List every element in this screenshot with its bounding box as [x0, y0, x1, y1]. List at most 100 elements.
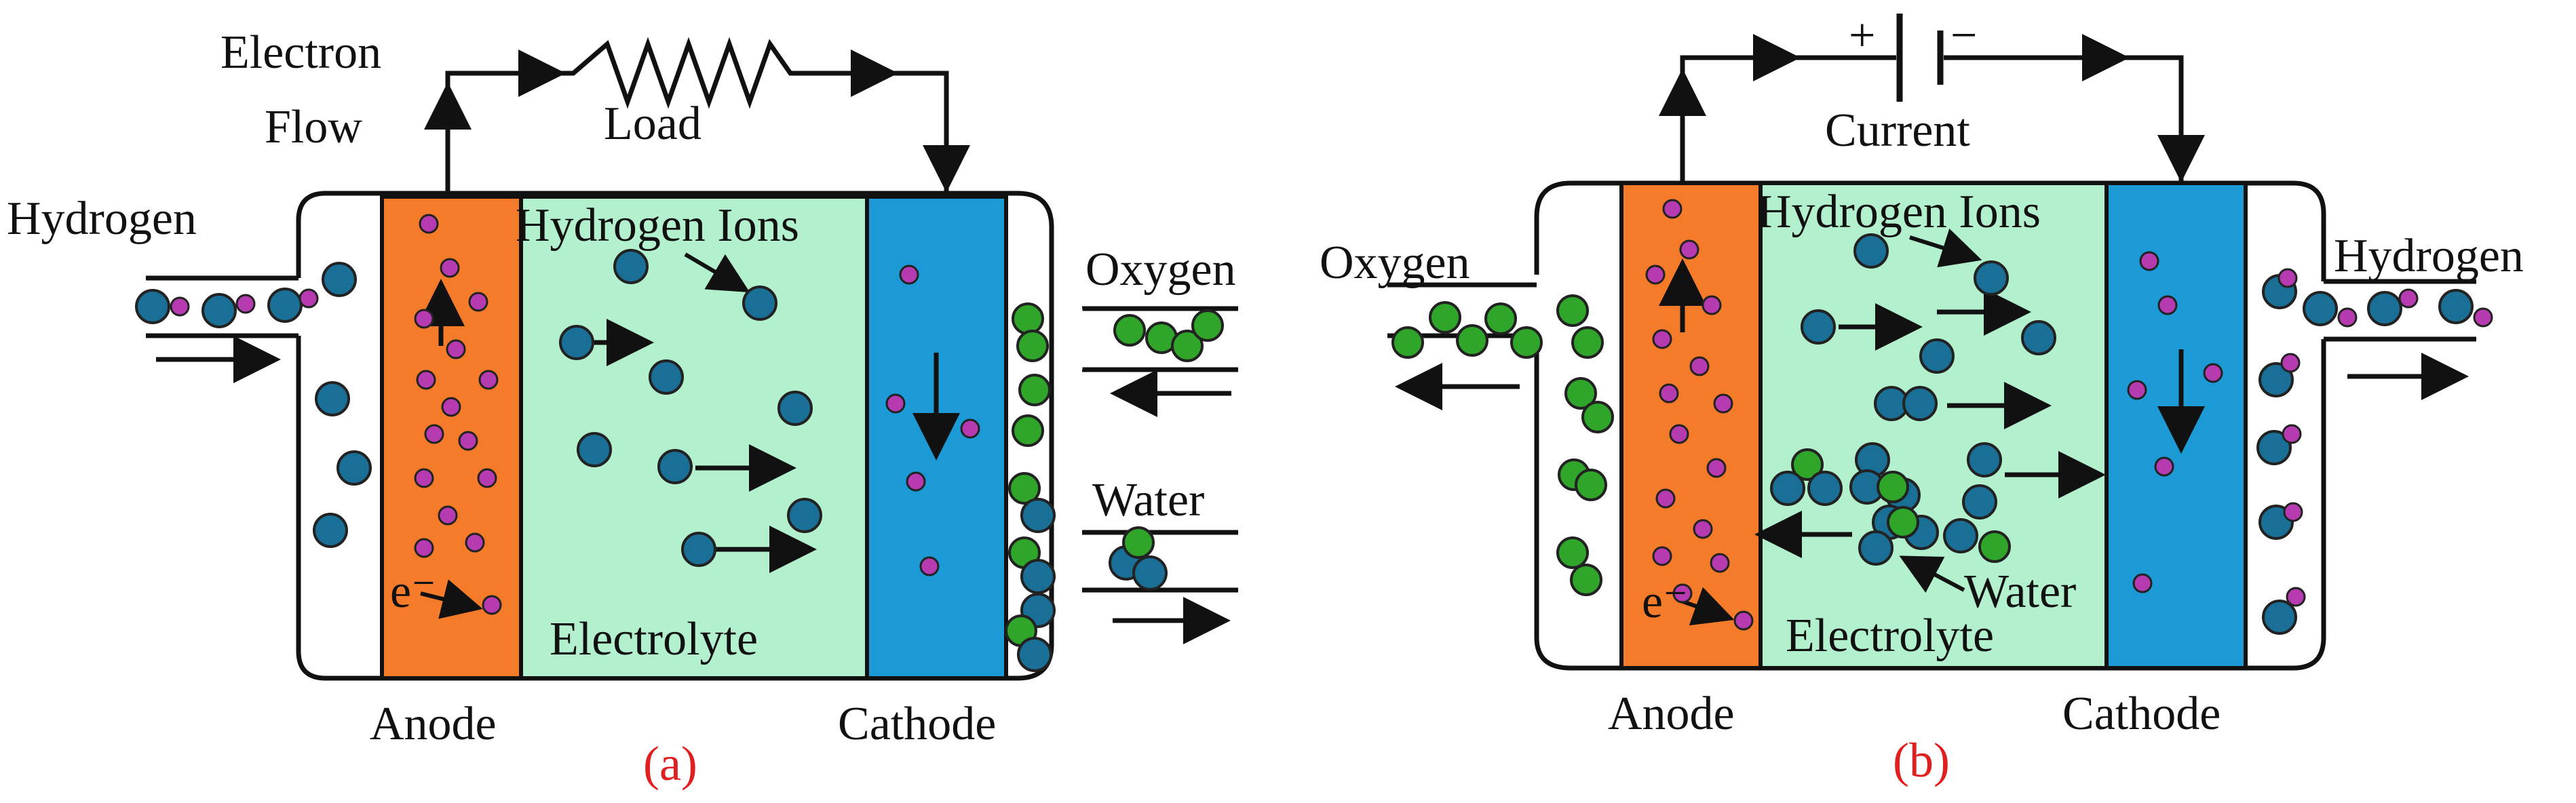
- panel-b-hydrogen-ion: [2367, 291, 2402, 326]
- panel-a-circuit-wire: [445, 37, 949, 197]
- panel-a-hydrogen-ion: [337, 450, 372, 486]
- panel-a-electron: [960, 418, 980, 439]
- panel-a-electron: [414, 538, 434, 558]
- panel-b-label-current: Current: [1825, 104, 1970, 157]
- panel-a-oxygen-atom: [1016, 330, 1049, 362]
- panel-b-electron: [1669, 424, 1689, 444]
- panel-a-electron: [299, 288, 319, 309]
- panel-a-label-cathode: Cathode: [838, 698, 996, 750]
- panel-b-hydrogen-ion: [2258, 362, 2294, 397]
- panel-a-oxygen-atom: [1018, 374, 1051, 406]
- panel-a-particles: [135, 214, 1224, 672]
- panel-b-hydrogen-ion: [1853, 233, 1889, 269]
- panel-b-electron: [1652, 546, 1672, 566]
- panel-b-oxygen-atom: [1887, 506, 1919, 538]
- panel-b-electron: [1713, 393, 1733, 414]
- panel-b-hydrogen-ion: [1943, 518, 1978, 553]
- panel-b-electron: [2337, 307, 2358, 328]
- panel-a-label-electrolyte: Electrolyte: [550, 613, 758, 665]
- panel-b-electron: [1662, 199, 1683, 219]
- panel-a-hydrogen-ion: [649, 359, 684, 395]
- panel-b-electron: [2398, 288, 2419, 309]
- panel-b-label-minus: −: [1950, 9, 1977, 62]
- panel-b-hydrogen-ion: [1801, 309, 1836, 345]
- panel-b-oxygen-atom: [1575, 469, 1607, 501]
- panel-b-oxygen-atom: [1429, 301, 1461, 334]
- panel-b-electron-label-arrow: [1678, 587, 1735, 626]
- panel-b-electron: [1659, 383, 1679, 404]
- panel-a-oxygen-atom: [1012, 414, 1044, 447]
- panel-b-electron: [1645, 265, 1666, 285]
- panel-a-oxygen-atom: [1191, 309, 1224, 342]
- panel-a-hydrogen-ion: [135, 289, 170, 324]
- panel-a-label-anode: Anode: [370, 698, 497, 750]
- panel-b-electron: [1693, 519, 1713, 539]
- panel-b-electron: [1689, 356, 1710, 376]
- panel-a-electron: [477, 468, 497, 488]
- panel-b-label-hydrogen-ions: Hydrogen Ions: [1757, 186, 2041, 238]
- panel-a-hydrogen-ion: [613, 249, 649, 284]
- panel-b-ion-label-pointer: [1909, 228, 1982, 268]
- panel-a-oxygen-atom: [1122, 526, 1155, 559]
- panel-a-electron: [465, 532, 485, 553]
- panel-a-oxygen-atom: [1171, 330, 1204, 362]
- panel-a-hydrogen-ion: [742, 286, 777, 321]
- panel-b-oxygen-atom: [1391, 326, 1424, 359]
- panel-b-label-electron-symbol: e⁻: [1642, 576, 1688, 628]
- panel-b-electron: [1702, 295, 1722, 315]
- panel-a-label-electron-symbol: e⁻: [390, 566, 436, 618]
- panel-a-electron: [482, 595, 502, 615]
- panel-b-label-oxygen: Oxygen: [1320, 237, 1470, 289]
- panel-b-hydrogen-ion: [1902, 386, 1938, 421]
- panel-b-hydrogen-ion: [1770, 471, 1805, 506]
- panel-a-label-hydrogen: Hydrogen: [7, 193, 197, 245]
- panel-a-electron: [424, 424, 444, 444]
- panel-a-electron: [416, 370, 436, 390]
- panel-b-caption: (b): [1893, 733, 1950, 787]
- panel-b-electrolyzer: + − Current Oxygen Hydrogen Hydrogen Ion…: [1320, 9, 2524, 787]
- panel-b-oxygen-atom: [1456, 324, 1488, 357]
- panel-b-electron: [1655, 488, 1676, 509]
- panel-a-electron: [478, 370, 499, 390]
- panel-a-electron: [441, 397, 461, 417]
- panel-b-oxygen-atom: [1484, 302, 1517, 335]
- panel-b-electron: [1679, 239, 1699, 260]
- panel-a-hydrogen-ion: [657, 449, 693, 484]
- panel-a-oxygen-atom: [1008, 472, 1041, 505]
- panel-b-label-hydrogen: Hydrogen: [2334, 230, 2524, 282]
- panel-a-label-flow: Flow: [265, 101, 362, 153]
- panel-b-oxygen-atom: [1581, 401, 1614, 433]
- panel-b-electron: [1706, 458, 1727, 478]
- panel-b-label-water: Water: [1964, 566, 2076, 618]
- panel-a-hydrogen-ion: [201, 293, 237, 328]
- panel-b-electron: [2132, 573, 2153, 593]
- panel-a-electron: [414, 468, 434, 488]
- panel-a-hydrogen-ion: [1020, 498, 1056, 533]
- panel-a-hydrogen-ion: [1020, 559, 1056, 594]
- panel-a-electron-label-arrow: [420, 579, 483, 619]
- panel-b-label-plus: +: [1849, 9, 1875, 62]
- panel-b-oxygen-atom: [1564, 377, 1597, 410]
- panel-b-label-electrolyte: Electrolyte: [1786, 610, 1994, 662]
- panel-a-electron: [438, 505, 458, 526]
- panel-a-hydrogen-ion: [313, 513, 348, 548]
- panel-a-electrolyte: [519, 195, 869, 680]
- panel-a-fuel-cell: Electron Flow Load Hydrogen Hydrogen Ion…: [7, 26, 1238, 791]
- panel-b-electron: [2157, 295, 2178, 315]
- panel-b-circuit-wire-right: [1944, 55, 2184, 183]
- panel-a-label-electron: Electron: [220, 26, 381, 79]
- panel-a-hydrogen-ion: [322, 262, 357, 297]
- panel-b-hydrogen-ion: [1807, 471, 1843, 506]
- panel-b-electron: [2139, 251, 2159, 271]
- panel-b-electron: [2282, 424, 2302, 444]
- panel-a-label-hydrogen-ions: Hydrogen Ions: [516, 199, 799, 252]
- panel-a-hydrogen-ion: [577, 432, 612, 467]
- panel-b-hydrogen-ion: [2021, 320, 2056, 355]
- panel-a-hydrogen-ion: [267, 288, 303, 323]
- panel-a-label-load: Load: [604, 98, 701, 150]
- panel-a-oxygen-atom: [1113, 314, 1146, 347]
- panel-b-electron: [2127, 380, 2147, 400]
- panel-a-hydrogen-ion: [1132, 555, 1168, 591]
- panel-a-electron: [419, 214, 439, 234]
- panel-b-cathode: [2104, 181, 2248, 670]
